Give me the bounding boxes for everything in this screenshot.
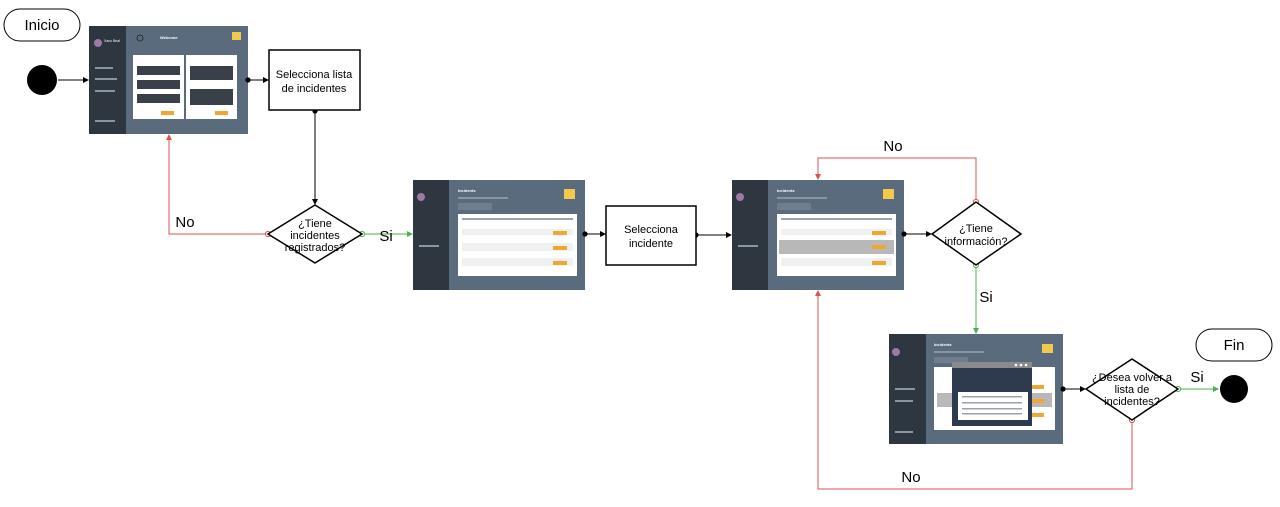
edge-yes-return [1174,385,1219,393]
return-list-line1: ¿Desea volver a [1092,372,1173,384]
select-incident-line2: incidente [629,238,673,250]
return-list-line3: incidentes? [1104,396,1160,408]
edge-selectincident-selected [693,232,732,238]
edge-selectlist-decision [312,108,318,205]
label-yes-info: Si [979,289,992,306]
screen-detail-title: Incidents [934,342,952,347]
start-label: Inicio [24,17,59,34]
select-incident-line1: Selecciona [624,224,679,236]
screen-incident-list: Incidents [413,180,585,290]
edge-yes-info [972,261,980,334]
label-no-return: No [901,469,920,486]
start-node [27,65,57,95]
screen-home-user: Xavo Beal [104,39,120,43]
start-terminal: Inicio [3,8,81,42]
label-no-info: No [883,138,902,155]
has-info-line1: ¿Tiene [959,223,993,235]
screen-incident-selected: Incidents [732,180,904,290]
has-incidents-line3: registrados? [285,242,346,254]
label-yes-incidents: Si [379,228,392,245]
screen-home-welcome: Welcome [160,35,178,40]
end-node [1220,375,1248,403]
label-no-incidents: No [175,214,194,231]
decision-return-list: ¿Desea volver a lista de incidentes? [1084,358,1180,421]
decision-has-incidents: ¿Tiene incidentes registrados? [266,204,364,264]
screen-selected-title: Incidents [777,188,795,193]
screen-incident-detail: Incidents [889,334,1063,444]
has-incidents-line1: ¿Tiene [298,218,332,230]
process-select-list: Selecciona lista de incidentes [268,49,361,111]
process-select-incident: Selecciona incidente [605,205,697,266]
edge-selected-hasinfo [901,231,932,237]
edge-list-selectincident [582,231,606,237]
screen-list-title: Incidents [458,188,476,193]
label-yes-return: Si [1190,369,1203,386]
select-list-line1: Selecciona lista [276,69,353,81]
end-terminal: Fin [1195,328,1273,362]
has-info-line2: información? [945,236,1008,248]
has-incidents-line2: incidentes [290,230,340,242]
select-list-line2: de incidentes [282,83,347,95]
edge-no-return [815,290,1136,490]
decision-has-info: ¿Tiene información? [930,201,1023,266]
edge-home-selectlist [245,77,269,83]
end-label: Fin [1224,337,1245,354]
edge-detail-return [1060,386,1086,392]
screen-home: Xavo Beal Welcome [89,26,248,134]
return-list-line2: lista de [1115,384,1150,396]
edge-start-home [58,77,89,83]
